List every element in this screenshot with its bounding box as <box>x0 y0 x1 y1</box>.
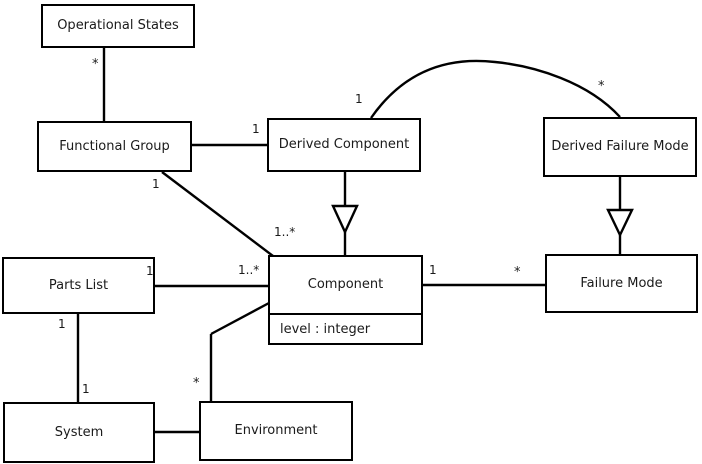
edge-environment-component-diagonal <box>210 301 270 336</box>
multiplicity-operational-states-functional-group: * <box>92 57 99 72</box>
class-name-derived-failure-mode: Derived Failure Mode <box>551 139 689 155</box>
multiplicity-functional-group-derived-component: 1 <box>252 122 260 136</box>
class-box-parts-list[interactable]: Parts List <box>2 257 155 314</box>
class-name-failure-mode: Failure Mode <box>580 275 663 291</box>
multiplicity-environment-component: * <box>193 376 200 391</box>
class-name-functional-group: Functional Group <box>59 138 170 154</box>
class-box-failure-mode[interactable]: Failure Mode <box>545 254 698 313</box>
class-name-system: System <box>54 424 104 440</box>
multiplicity-functional-group-component-target: 1..* <box>274 225 296 239</box>
multiplicity-functional-group-component-source: 1 <box>152 177 160 191</box>
multiplicity-derived-failure-mode-curve-target: * <box>598 79 605 94</box>
class-name-operational-states: Operational States <box>57 18 179 34</box>
multiplicity-parts-list-component-source: 1 <box>146 264 154 278</box>
generalization-triangle-failure-mode <box>606 208 634 238</box>
class-name-parts-list: Parts List <box>48 277 109 293</box>
class-box-operational-states[interactable]: Operational States <box>41 4 195 48</box>
multiplicity-component-failure-mode-source: 1 <box>429 263 437 277</box>
edge-functional-group-component <box>161 171 274 257</box>
class-name-environment: Environment <box>234 423 318 439</box>
generalization-triangle-component <box>331 204 359 235</box>
class-name-component: Component <box>307 277 384 293</box>
class-box-derived-component[interactable]: Derived Component <box>267 118 421 172</box>
multiplicity-parts-list-system-source: 1 <box>58 317 66 331</box>
class-box-environment[interactable]: Environment <box>199 401 353 461</box>
multiplicity-derived-component-curve-source: 1 <box>355 92 363 106</box>
edge-derived-component-derived-failure-mode <box>370 59 621 119</box>
multiplicity-parts-list-system-target: 1 <box>82 382 90 396</box>
class-box-system[interactable]: System <box>3 402 155 463</box>
multiplicity-parts-list-component-target: 1..* <box>238 263 260 277</box>
class-attribute-component-level: level : integer <box>270 313 421 343</box>
class-box-component[interactable]: Component level : integer <box>268 255 423 345</box>
class-name-derived-component: Derived Component <box>278 137 410 153</box>
class-box-derived-failure-mode[interactable]: Derived Failure Mode <box>543 117 697 177</box>
multiplicity-component-failure-mode-target: * <box>514 265 521 280</box>
class-box-functional-group[interactable]: Functional Group <box>37 121 192 172</box>
